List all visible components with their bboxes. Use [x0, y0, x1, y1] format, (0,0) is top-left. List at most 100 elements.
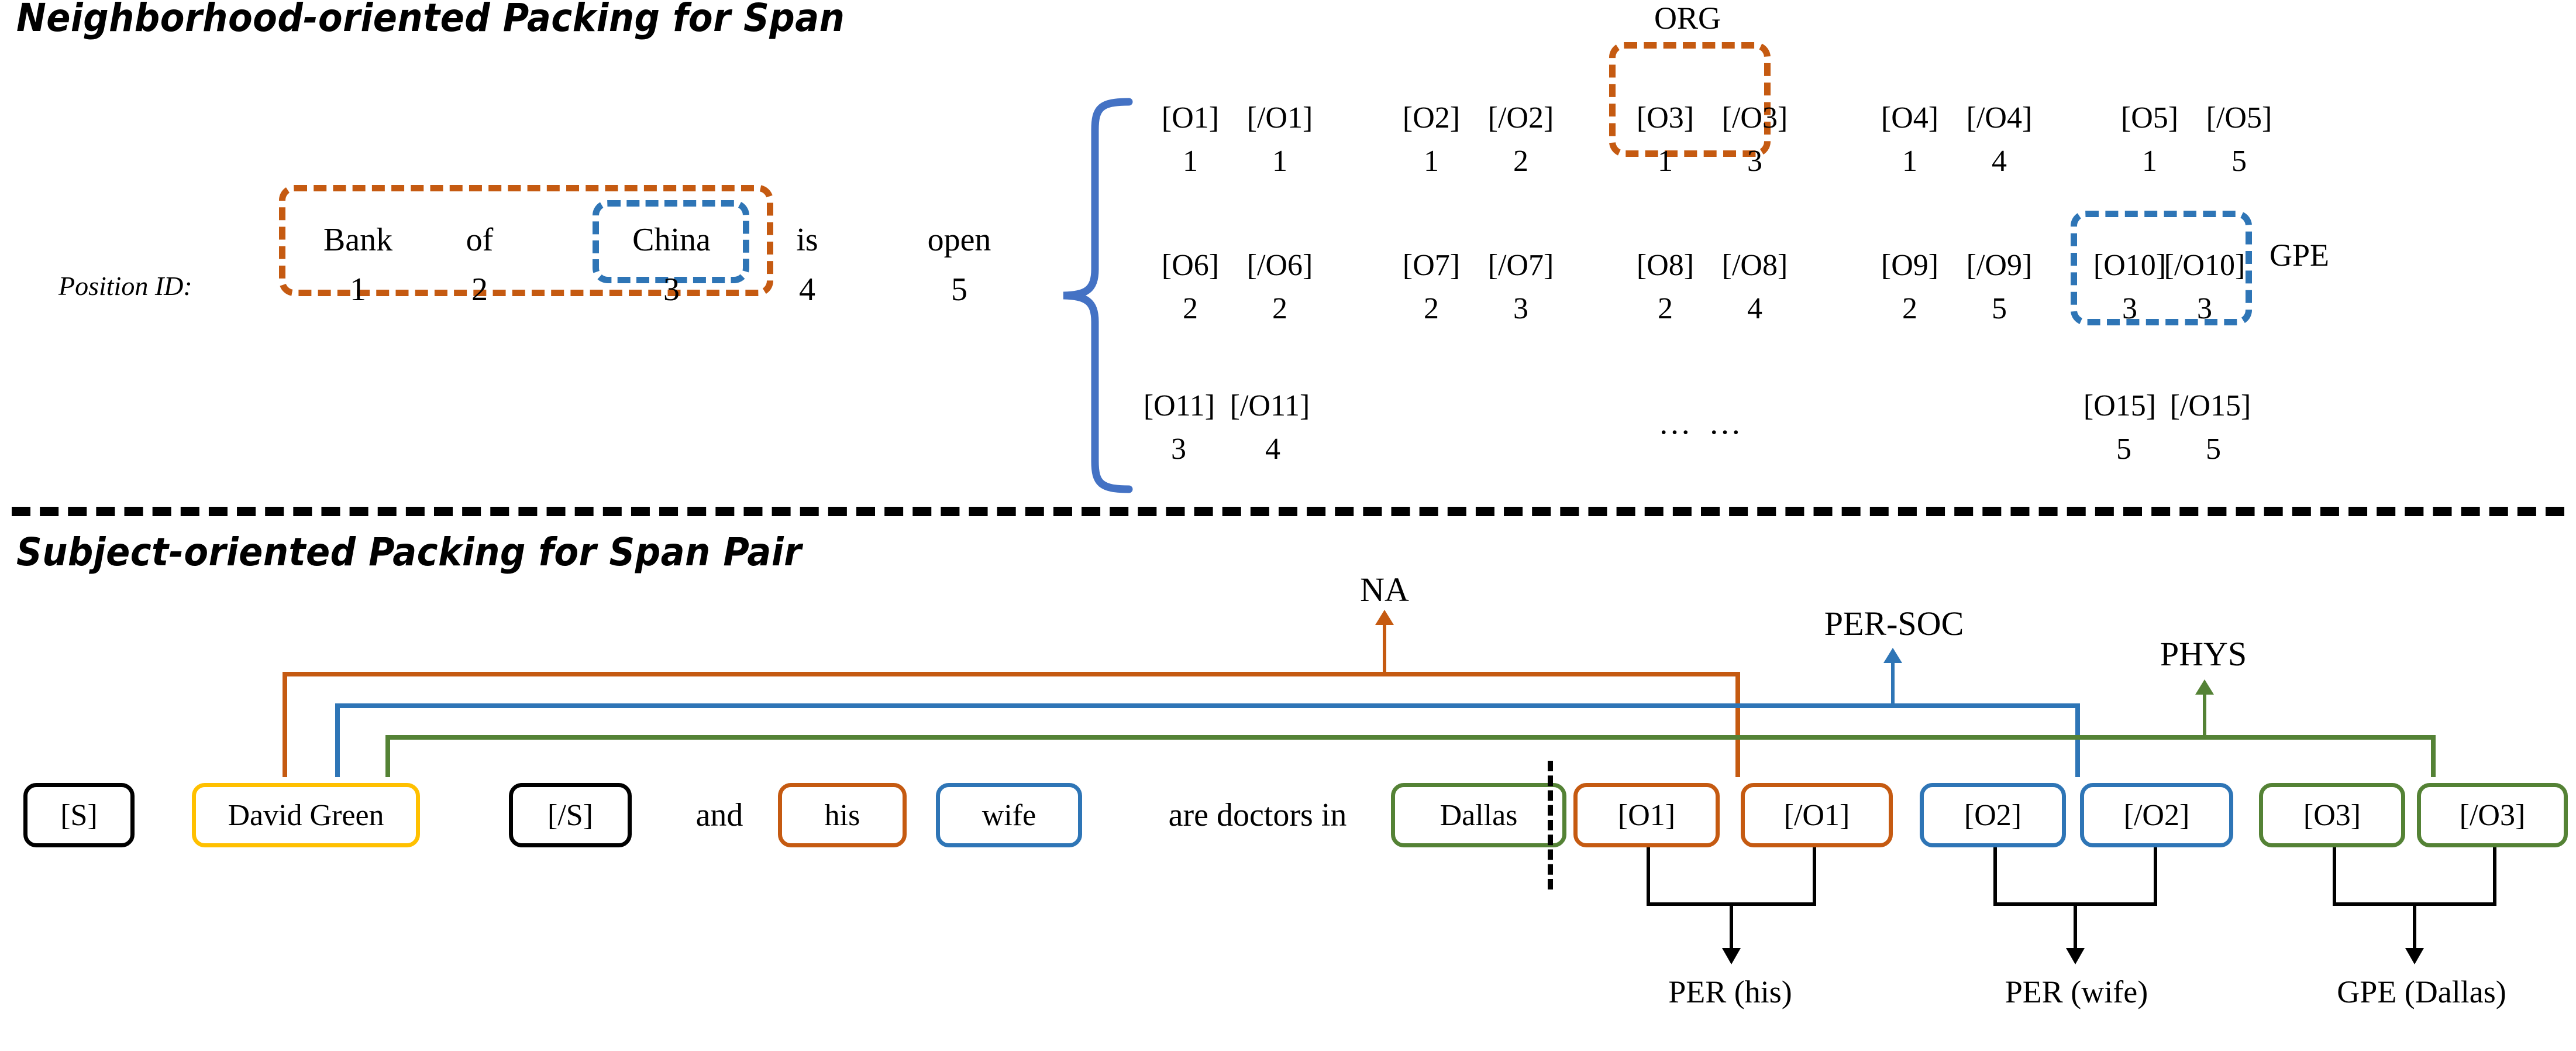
- org-span-dashed-box: [279, 185, 773, 296]
- grid-cell-o8-open: [O8]: [1636, 248, 1695, 282]
- relation-label-na: NA: [1360, 570, 1409, 609]
- grid-cell-o15-end: 5: [2206, 432, 2221, 466]
- sentence-word-bank: Bank: [323, 222, 393, 258]
- entity-bracket-per-wife-left: [1993, 847, 1997, 906]
- token-box-o1-close[interactable]: [/O1]: [1741, 783, 1893, 847]
- org-type-label: ORG: [1654, 1, 1721, 36]
- relation-label-per-soc: PER-SOC: [1824, 604, 1964, 643]
- expansion-brace: [1059, 94, 1135, 497]
- grid-cell-o15-close: [/O15]: [2169, 389, 2251, 423]
- relation-arrow-na-stem: [1383, 622, 1386, 675]
- relation-arrow-phys-stem: [2203, 692, 2206, 739]
- grid-cell-o2-start: 1: [1424, 144, 1439, 178]
- grid-cell-o1-end: 1: [1272, 144, 1287, 178]
- top-section-title: Neighborhood-oriented Packing for Span: [16, 0, 845, 40]
- grid-cell-o2-close: [/O2]: [1487, 101, 1554, 135]
- position-id-4: 4: [799, 272, 815, 308]
- grid-cell-o3-start: 1: [1658, 144, 1673, 178]
- grid-cell-o6-end: 2: [1272, 291, 1287, 325]
- grid-cell-o7-start: 2: [1424, 291, 1439, 325]
- grid-cell-o6-start: 2: [1183, 291, 1198, 325]
- token-box-s-close[interactable]: [/S]: [509, 783, 632, 847]
- token-box-his[interactable]: his: [778, 783, 907, 847]
- grid-cell-o5-end: 5: [2231, 144, 2247, 178]
- token-label-o1-open: [O1]: [1617, 798, 1676, 832]
- grid-cell-o4-start: 1: [1902, 144, 1917, 178]
- grid-cell-o10-open: [O10]: [2093, 248, 2167, 282]
- grid-cell-o9-end: 5: [1992, 291, 2007, 325]
- token-label-s-close: [/S]: [547, 798, 593, 832]
- entity-bracket-per-wife-right: [2154, 847, 2157, 906]
- entity-bracket-gpe-dallas-left: [2333, 847, 2336, 906]
- grid-cell-o6-open: [O6]: [1161, 248, 1220, 282]
- grid-cell-o2-open: [O2]: [1402, 101, 1461, 135]
- grid-highlight-gpe: [2071, 211, 2252, 325]
- grid-cell-o11-end: 4: [1265, 432, 1280, 466]
- entity-arrow-per-his-head: [1722, 948, 1741, 964]
- grid-cell-o5-start: 1: [2142, 144, 2157, 178]
- relation-line-na-left-vertical: [283, 672, 287, 777]
- grid-cell-o6-close: [/O6]: [1246, 248, 1313, 282]
- gpe-type-label: GPE: [2270, 238, 2330, 273]
- token-box-o2-close[interactable]: [/O2]: [2080, 783, 2233, 847]
- sentence-word-open: open: [927, 222, 991, 258]
- token-label-wife: wife: [982, 798, 1036, 832]
- relation-line-phys-horizontal: [385, 735, 2436, 740]
- relation-line-phys-left-vertical: [385, 735, 390, 777]
- grid-highlight-org: [1609, 42, 1771, 157]
- grid-cell-o4-end: 4: [1992, 144, 2007, 178]
- token-box-o1-open[interactable]: [O1]: [1573, 783, 1720, 847]
- grid-cell-o1-start: 1: [1183, 144, 1198, 178]
- position-id-2: 2: [471, 272, 488, 308]
- grid-cell-o1-close: [/O1]: [1246, 101, 1313, 135]
- grid-cell-o11-close: [/O11]: [1230, 389, 1310, 423]
- token-word-and: and: [695, 797, 743, 833]
- relation-arrow-na-head: [1375, 610, 1394, 625]
- entity-arrow-per-wife-stem: [2074, 902, 2077, 952]
- token-box-o2-open[interactable]: [O2]: [1920, 783, 2066, 847]
- token-words-are-doctors-in: are doctors in: [1168, 797, 1347, 833]
- relation-line-na-right-vertical: [1735, 672, 1740, 777]
- position-id-1: 1: [350, 272, 366, 308]
- token-label-o3-open: [O3]: [2303, 798, 2361, 832]
- grid-cell-o9-start: 2: [1902, 291, 1917, 325]
- entity-arrow-per-wife-head: [2066, 948, 2085, 964]
- token-box-o3-close[interactable]: [/O3]: [2417, 783, 2568, 847]
- relation-line-persoc-right-vertical: [2075, 703, 2080, 777]
- grid-cell-o3-open: [O3]: [1636, 101, 1695, 135]
- grid-cell-o7-open: [O7]: [1402, 248, 1461, 282]
- sentence-word-is: is: [796, 222, 818, 258]
- grid-cell-o5-open: [O5]: [2120, 101, 2179, 135]
- token-label-o3-close: [/O3]: [2459, 798, 2526, 832]
- grid-cell-o2-end: 2: [1513, 144, 1528, 178]
- grid-cell-o1-open: [O1]: [1161, 101, 1220, 135]
- grid-cell-o7-close: [/O7]: [1487, 248, 1554, 282]
- entity-bracket-per-his-right: [1813, 847, 1816, 906]
- grid-cell-o15-open: [O15]: [2083, 389, 2157, 423]
- token-sequence-divider: [1548, 761, 1553, 889]
- grid-cell-o5-close: [/O5]: [2206, 101, 2272, 135]
- grid-cell-o8-start: 2: [1658, 291, 1673, 325]
- token-box-dallas[interactable]: Dallas: [1391, 783, 1566, 847]
- grid-cell-o4-open: [O4]: [1881, 101, 1939, 135]
- sentence-word-of: of: [466, 222, 494, 258]
- grid-cell-o4-close: [/O4]: [1966, 101, 2033, 135]
- grid-cell-o8-close: [/O8]: [1721, 248, 1788, 282]
- entity-label-per-his: PER (his): [1668, 974, 1792, 1009]
- grid-cell-o3-close: [/O3]: [1721, 101, 1788, 135]
- token-box-wife[interactable]: wife: [936, 783, 1082, 847]
- token-label-dallas: Dallas: [1439, 798, 1518, 832]
- relation-arrow-persoc-head: [1883, 648, 1902, 663]
- grid-cell-o7-end: 3: [1513, 291, 1528, 325]
- grid-cell-o11-open: [O11]: [1143, 389, 1215, 423]
- entity-bracket-per-his-left: [1647, 847, 1650, 906]
- token-box-s-open[interactable]: [S]: [23, 783, 135, 847]
- entity-bracket-gpe-dallas-right: [2493, 847, 2496, 906]
- relation-arrow-persoc-stem: [1891, 660, 1895, 707]
- relation-label-phys: PHYS: [2160, 634, 2247, 673]
- token-box-david-green[interactable]: David Green: [192, 783, 420, 847]
- entity-arrow-gpe-dallas-head: [2405, 948, 2424, 964]
- grid-cell-o15-start: 5: [2116, 432, 2131, 466]
- grid-cell-o10-start: 3: [2122, 291, 2137, 325]
- token-box-o3-open[interactable]: [O3]: [2259, 783, 2405, 847]
